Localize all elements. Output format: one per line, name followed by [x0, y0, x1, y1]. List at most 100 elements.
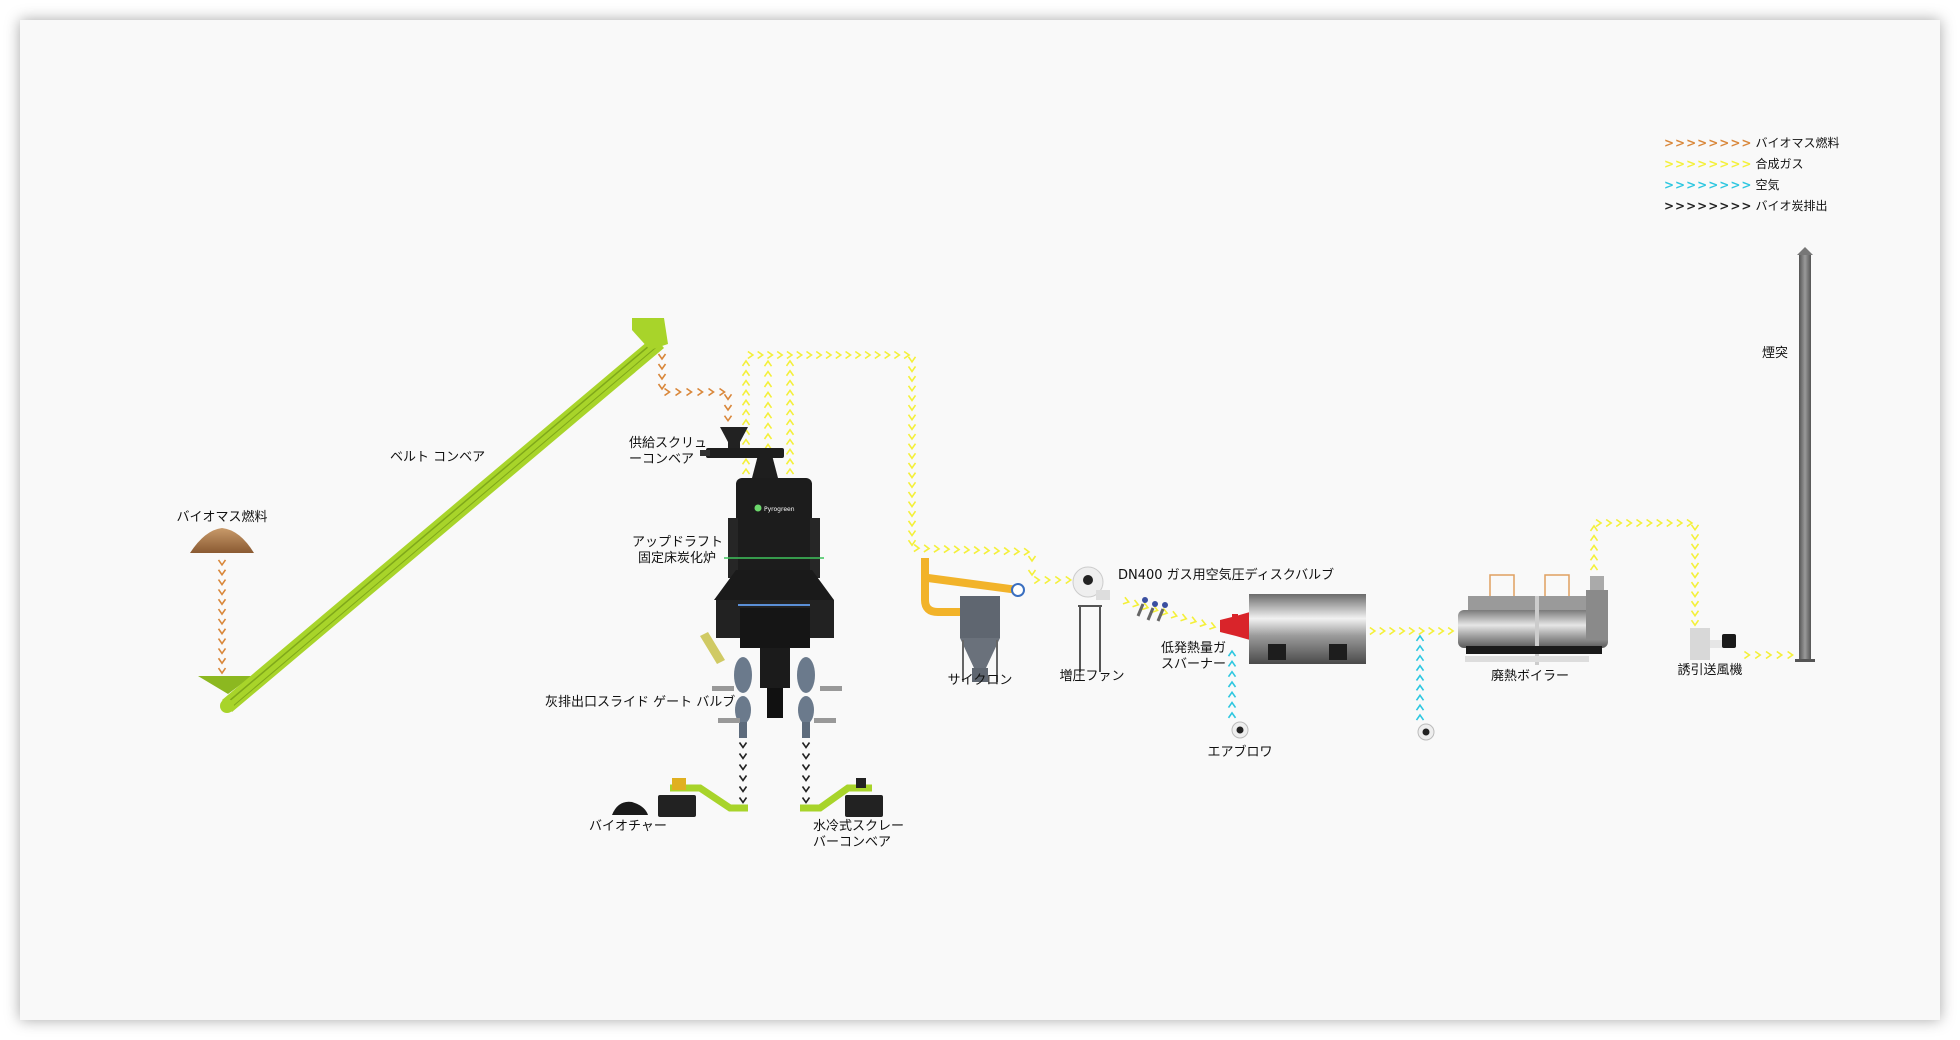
flow-chevron	[1388, 626, 1396, 636]
belt-conveyor-icon	[220, 318, 668, 713]
flow-chevron	[903, 350, 911, 360]
gas-burner-icon	[1220, 612, 1250, 640]
flow-char-left	[738, 742, 748, 804]
flow-chevron	[801, 742, 811, 749]
flow-chevron	[907, 510, 917, 518]
flow-chevron	[1595, 518, 1603, 528]
flow-chevron	[1141, 602, 1150, 611]
flow-chevron	[1615, 518, 1623, 528]
flow-chevron	[1065, 575, 1073, 585]
label-chimney: 煙突	[1762, 346, 1789, 361]
label-cyclone: サイクロン	[947, 673, 1013, 688]
flow-chevron	[217, 588, 227, 596]
legend-label: バイオ炭排出	[1755, 199, 1828, 213]
flow-chevron	[719, 387, 726, 397]
flow-chevron	[1151, 605, 1159, 614]
flow-chevron	[763, 443, 773, 450]
legend-item-char: >>>>>>>> バイオ炭排出	[1664, 195, 1839, 216]
flow-chevron	[217, 598, 227, 606]
flow-chevron	[1589, 563, 1599, 571]
flow-chevron	[1227, 711, 1237, 719]
diagram-canvas	[20, 20, 1940, 1020]
flow-chevron	[763, 380, 773, 388]
flow-chevron	[973, 545, 981, 555]
flow-chevron	[741, 467, 751, 475]
flow-chevron	[1044, 575, 1052, 585]
flow-chevron	[1690, 600, 1700, 608]
legend-item-air: >>>>>>>> 空気	[1664, 174, 1839, 195]
chimney-icon	[1795, 247, 1815, 662]
label-induced-fan: 誘引送風機	[1677, 663, 1743, 678]
flow-chevron	[1227, 680, 1237, 688]
label-scraper-2: バーコンベア	[813, 835, 892, 850]
flow-chevron	[1027, 569, 1037, 577]
flow-chevron	[738, 775, 748, 782]
flow-chevron	[686, 387, 693, 397]
flow-chevron	[1408, 626, 1416, 636]
booster-fan-icon	[1072, 566, 1110, 672]
flow-chevron	[907, 366, 917, 373]
flow-chevron	[907, 539, 917, 547]
flow-chevron	[1765, 650, 1773, 660]
flow-chevron	[835, 350, 843, 360]
label-screw-feeder-2: ーコンベア	[629, 452, 695, 467]
flow-chevron	[217, 657, 227, 665]
flow-chevron	[907, 443, 917, 451]
label-ash-valve: 灰排出口スライド ゲート バルブ	[545, 695, 736, 710]
flow-chevron	[785, 467, 795, 475]
flow-chevron	[907, 433, 917, 441]
label-biochar: バイオチャー	[589, 819, 667, 834]
flow-chevron	[907, 414, 917, 422]
flow-chevron	[741, 379, 751, 387]
flow-chevron	[738, 764, 748, 771]
flow-chevron	[1415, 634, 1425, 642]
legend-item-syngas: >>>>>>>> 合成ガス	[1664, 153, 1839, 174]
flow-chevron	[1199, 619, 1207, 628]
flow-chevron	[933, 544, 941, 553]
flow-chevron	[1690, 524, 1700, 532]
screw-feeder-icon	[700, 427, 784, 458]
legend-label: バイオマス燃料	[1755, 136, 1840, 150]
biochar-bin-icon	[658, 778, 748, 817]
flow-biomass-to-feeder	[657, 353, 733, 423]
flow-chevron	[217, 608, 227, 616]
flow-chevron	[1227, 670, 1237, 678]
flow-chevron	[1227, 690, 1237, 698]
flow-chevron	[785, 428, 795, 436]
flow-chevron	[1161, 607, 1169, 616]
flow-chevron	[741, 369, 751, 377]
flow-chevron	[801, 797, 811, 804]
label-burner-2: スバーナー	[1161, 657, 1227, 672]
secondary-air-blower-icon	[1417, 723, 1435, 741]
label-screw-feeder-1: 供給スクリュ	[629, 436, 708, 451]
flow-chevron	[738, 786, 748, 793]
flow-syngas-riser-3	[785, 359, 795, 475]
flow-chevron	[1027, 555, 1037, 563]
flow-chevron	[785, 398, 795, 406]
flow-chevron	[907, 491, 917, 499]
flow-chevron	[763, 391, 773, 398]
flow-chevron	[1054, 575, 1062, 585]
flow-chevron	[993, 546, 1001, 555]
flow-chevron	[1743, 650, 1751, 660]
flow-chevron	[675, 387, 682, 397]
flow-chevron	[785, 438, 795, 446]
flow-chevron	[1690, 552, 1700, 560]
flow-chevron	[766, 350, 774, 360]
flow-chevron	[943, 544, 951, 554]
flow-chevron	[1690, 591, 1700, 598]
flow-chevron	[1666, 518, 1674, 528]
flow-chevron	[738, 742, 748, 749]
flow-chevron	[907, 356, 917, 364]
flow-chevron	[708, 387, 715, 397]
flow-chevron	[763, 370, 773, 378]
flow-chevron	[723, 404, 733, 412]
flow-chevron	[801, 786, 811, 793]
flow-chevron	[1209, 621, 1217, 630]
flow-chevron	[1690, 572, 1700, 579]
flow-chevron	[893, 350, 901, 360]
flow-chevron	[757, 350, 765, 360]
flow-chevron	[1690, 581, 1700, 589]
flow-chevron	[1690, 562, 1700, 570]
